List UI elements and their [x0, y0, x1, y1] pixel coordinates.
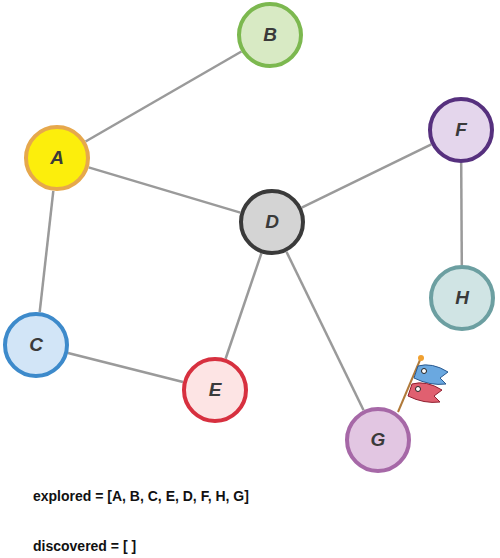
graph-vertex: C — [3, 312, 69, 378]
graph-edge — [89, 167, 241, 212]
graph-edge — [226, 253, 262, 359]
vertex-label: F — [455, 119, 467, 141]
graph-edge — [86, 52, 242, 142]
graph-edge — [40, 191, 54, 312]
graph-vertex: E — [182, 357, 248, 423]
vertex-label: A — [50, 147, 64, 169]
vertex-label: C — [29, 334, 43, 356]
pole-top — [418, 355, 424, 361]
graph-edge — [286, 252, 363, 411]
graph-vertex: D — [239, 189, 305, 255]
graph-vertex: B — [237, 2, 303, 68]
vertex-label: G — [371, 429, 386, 451]
graph-edge — [460, 163, 463, 265]
state-note: explored = [A, B, C, E, D, F, H, G] — [33, 488, 249, 504]
carp-eye — [416, 387, 421, 392]
graph-edge — [68, 353, 183, 382]
graph-vertex: H — [429, 265, 495, 331]
graph-vertex: A — [24, 125, 90, 191]
vertex-label: D — [265, 211, 279, 233]
graph-vertex: G — [345, 407, 411, 473]
blue-carp-flag — [414, 365, 448, 385]
state-note: discovered = [ ] — [33, 538, 136, 554]
graph-vertex: F — [428, 97, 494, 163]
vertex-label: B — [263, 24, 277, 46]
graph-edge — [302, 144, 432, 207]
red-carp-flag — [408, 383, 442, 403]
carp-eye — [422, 369, 427, 374]
vertex-label: E — [209, 379, 222, 401]
vertex-label: H — [455, 287, 469, 309]
